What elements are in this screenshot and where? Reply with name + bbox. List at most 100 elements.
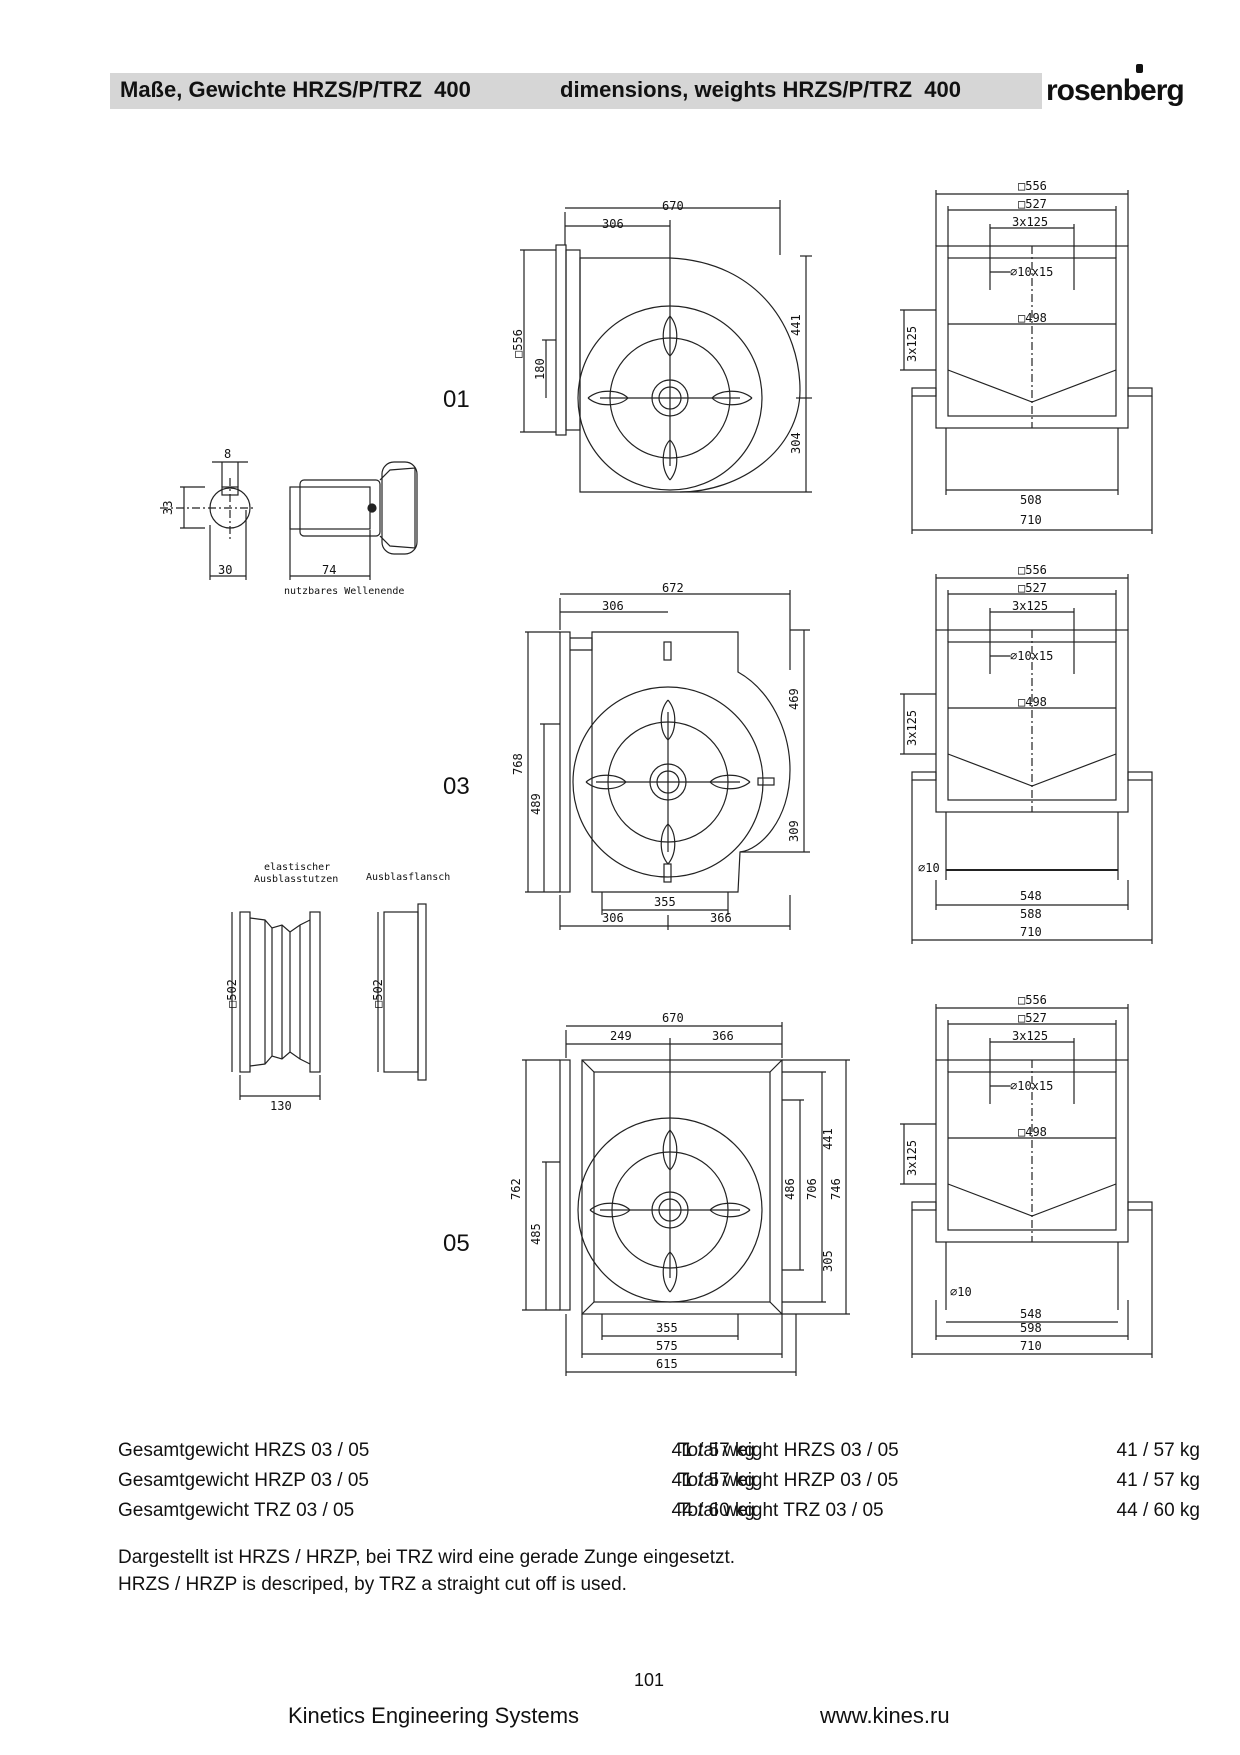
weight-row: Gesamtgewicht TRZ 03 / 05 44 / 60 kg Tot…: [118, 1500, 1200, 1530]
weight-value-de: 44 / 60 kg: [671, 1500, 755, 1521]
footer-url[interactable]: www.kines.ru: [820, 1703, 950, 1728]
dim-30: 30: [218, 563, 232, 577]
rosenberg-logo: rosenberg: [1046, 74, 1185, 107]
weight-value-en: 44 / 60 kg: [1116, 1500, 1200, 1521]
dim-306: 306: [602, 217, 624, 231]
dim-527: □527: [1018, 1011, 1047, 1025]
dim-309: 309: [787, 820, 801, 842]
dim-556: □556: [1018, 179, 1047, 193]
dim-746: 746: [829, 1178, 843, 1200]
dim-598: 598: [1020, 1321, 1042, 1335]
shaft-detail: 8 33 30 74 nutzbares Wellenende: [160, 447, 418, 597]
dim-366: 366: [712, 1029, 734, 1043]
dim-355: 355: [654, 895, 676, 909]
dim-33: 33: [161, 501, 175, 515]
variant-label-01: 01: [443, 386, 470, 413]
dim-10x15: ⌀10x15: [1010, 265, 1053, 279]
footer-company: Kinetics Engineering Systems: [288, 1703, 580, 1728]
weights-table: Gesamtgewicht HRZS 03 / 05 41 / 57 kg To…: [118, 1440, 1200, 1530]
weight-label-en: Total weight TRZ 03 / 05: [678, 1500, 884, 1521]
accessories: elastischer Ausblasstutzen Ausblasflansc…: [225, 862, 450, 1113]
weight-value-de: 41 / 57 kg: [671, 1440, 755, 1461]
weight-value-en: 41 / 57 kg: [1116, 1470, 1200, 1491]
dim-548: 548: [1020, 889, 1042, 903]
dim-575: 575: [656, 1339, 678, 1353]
dim-3x125-vertical: 3x125: [905, 1140, 919, 1176]
dim-508: 508: [1020, 493, 1042, 507]
dim-3x125-vertical: 3x125: [905, 326, 919, 362]
dim-710: 710: [1020, 1339, 1042, 1353]
dim-74: 74: [322, 563, 336, 577]
dim-10x15: ⌀10x15: [1010, 1079, 1053, 1093]
dim-3x125: 3x125: [1012, 1029, 1048, 1043]
dim-441: 441: [821, 1128, 835, 1150]
dim-615: 615: [656, 1357, 678, 1371]
weight-row: Gesamtgewicht HRZP 03 / 05 41 / 57 kg To…: [118, 1470, 1200, 1500]
note-en: HRZS / HRZP is descriped, by TRZ a strai…: [118, 1574, 627, 1595]
variant-label-03: 03: [443, 773, 470, 800]
weight-label-de: Gesamtgewicht TRZ 03 / 05: [118, 1500, 355, 1521]
dim-3x125-vertical: 3x125: [905, 710, 919, 746]
header-title-de: Maße, Gewichte HRZS/P/TRZ 400: [120, 77, 471, 102]
flange-label: Ausblasflansch: [366, 872, 450, 883]
dim-249: 249: [610, 1029, 632, 1043]
dim-710: 710: [1020, 513, 1042, 527]
dim-670: 670: [662, 1011, 684, 1025]
front-view-05: □556 □527 3x125 ⌀10x15 □498 3x125 ⌀10 54…: [900, 993, 1153, 1358]
dim-762: 762: [509, 1178, 523, 1200]
flex-connector-label-1: elastischer: [264, 862, 330, 873]
weight-label-de: Gesamtgewicht HRZS 03 / 05: [118, 1440, 370, 1461]
dim-498: □498: [1018, 695, 1047, 709]
dim-10: ⌀10: [918, 861, 940, 875]
note-de: Dargestellt ist HRZS / HRZP, bei TRZ wir…: [118, 1547, 736, 1568]
dim-502-flange: □502: [371, 979, 385, 1008]
dim-489: 489: [529, 793, 543, 815]
front-view-01: □556 □527 3x125 ⌀10x15 □498 3x125 508 71…: [900, 179, 1153, 534]
dim-8: 8: [224, 447, 231, 461]
dim-527: □527: [1018, 197, 1047, 211]
dim-710: 710: [1020, 925, 1042, 939]
dim-355: 355: [656, 1321, 678, 1335]
variant-label-05: 05: [443, 1230, 470, 1257]
dim-441: 441: [789, 314, 803, 336]
dim-548: 548: [1020, 1307, 1042, 1321]
dim-672: 672: [662, 581, 684, 595]
dim-366: 366: [710, 911, 732, 925]
dim-768: 768: [511, 753, 525, 775]
logo-dot: [1136, 64, 1143, 73]
dim-486: 486: [783, 1178, 797, 1200]
weight-label-en: Total weight HRZP 03 / 05: [678, 1470, 899, 1491]
dim-485: 485: [529, 1223, 543, 1245]
dim-556: □556: [1018, 993, 1047, 1007]
side-view-03: 672 306 768 489 469 309 355 306 366: [511, 581, 810, 930]
front-view-03: □556 □527 3x125 ⌀10x15 □498 3x125 ⌀10 54…: [900, 563, 1153, 944]
dim-180: 180: [533, 358, 547, 380]
weight-value-de: 41 / 57 kg: [671, 1470, 755, 1491]
weight-label-en: Total weight HRZS 03 / 05: [678, 1440, 899, 1461]
side-view-01: 670 306 □556 180 441 304: [511, 199, 812, 493]
dim-498: □498: [1018, 311, 1047, 325]
dim-556: □556: [1018, 563, 1047, 577]
dim-670: 670: [662, 199, 684, 213]
dim-527: □527: [1018, 581, 1047, 595]
shaft-caption: nutzbares Wellenende: [284, 586, 404, 597]
dim-305: 305: [821, 1250, 835, 1272]
dim-304: 304: [789, 432, 803, 454]
dim-10: ⌀10: [950, 1285, 972, 1299]
dim-556: □556: [511, 329, 525, 358]
side-view-05: 670 249 366 762 485 486 706 746 441 305 …: [509, 1011, 850, 1376]
dim-498: □498: [1018, 1125, 1047, 1139]
dim-306-bottom: 306: [602, 911, 624, 925]
dim-10x15: ⌀10x15: [1010, 649, 1053, 663]
weight-value-en: 41 / 57 kg: [1116, 1440, 1200, 1461]
header-title-en: dimensions, weights HRZS/P/TRZ 400: [560, 77, 961, 102]
dim-3x125: 3x125: [1012, 215, 1048, 229]
dim-306-top: 306: [602, 599, 624, 613]
dim-3x125: 3x125: [1012, 599, 1048, 613]
weight-label-de: Gesamtgewicht HRZP 03 / 05: [118, 1470, 369, 1491]
dim-469: 469: [787, 688, 801, 710]
header-bar: [110, 73, 1042, 109]
dim-706: 706: [805, 1178, 819, 1200]
dim-588: 588: [1020, 907, 1042, 921]
